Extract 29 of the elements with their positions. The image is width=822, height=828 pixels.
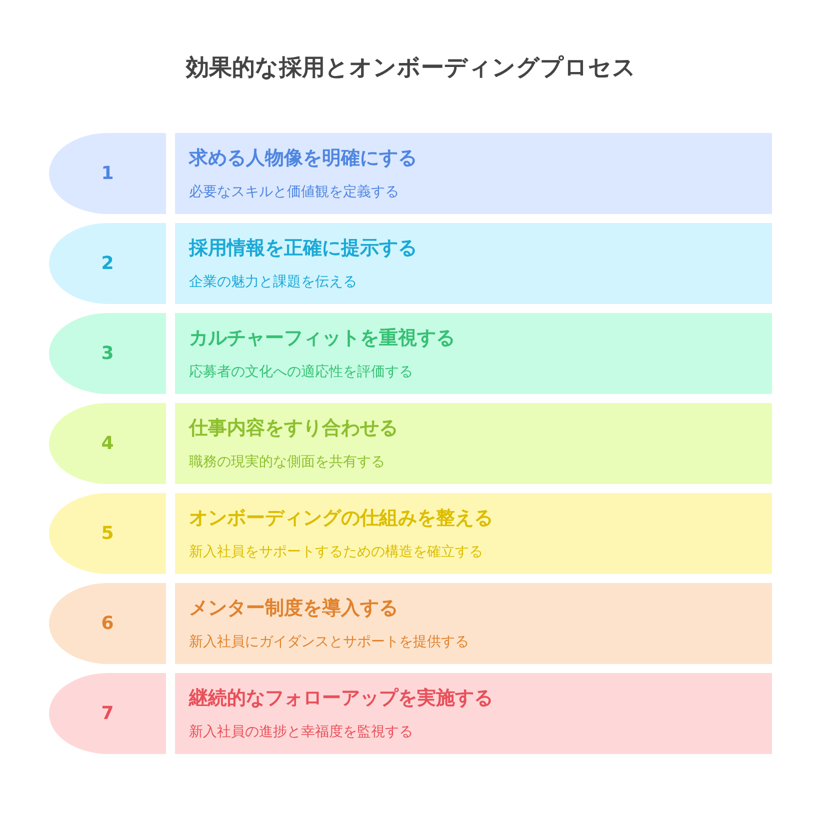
step-card: [175, 673, 772, 754]
step-card: [175, 223, 772, 304]
step-description: 必要なスキルと価値観を定義する: [189, 183, 399, 201]
step-number-tab: 2: [49, 223, 166, 304]
step-description: 新入社員の進捗と幸福度を監視する: [189, 723, 413, 741]
step-number-tab: 4: [49, 403, 166, 484]
step-description: 新入社員にガイダンスとサポートを提供する: [189, 633, 469, 651]
step-heading: 採用情報を正確に提示する: [189, 236, 417, 261]
step-card: [175, 403, 772, 484]
step-heading: オンボーディングの仕組みを整える: [189, 506, 493, 531]
step-heading: カルチャーフィットを重視する: [189, 326, 455, 351]
step-heading: 仕事内容をすり合わせる: [189, 416, 398, 441]
step-card: [175, 583, 772, 664]
step-description: 職務の現実的な側面を共有する: [189, 453, 385, 471]
step-card: [175, 493, 772, 574]
step-description: 応募者の文化への適応性を評価する: [189, 363, 413, 381]
step-heading: メンター制度を導入する: [189, 596, 398, 621]
step-heading: 求める人物像を明確にする: [189, 146, 417, 171]
step-heading: 継続的なフォローアップを実施する: [189, 686, 493, 711]
step-number-tab: 1: [49, 133, 166, 214]
step-card: [175, 313, 772, 394]
step-number-tab: 3: [49, 313, 166, 394]
step-card: [175, 133, 772, 214]
step-description: 新入社員をサポートするための構造を確立する: [189, 543, 483, 561]
diagram-title: 効果的な採用とオンボーディングプロセス: [184, 54, 637, 83]
step-number-tab: 5: [49, 493, 166, 574]
step-description: 企業の魅力と課題を伝える: [189, 273, 357, 291]
step-number-tab: 6: [49, 583, 166, 664]
step-number-tab: 7: [49, 673, 166, 754]
